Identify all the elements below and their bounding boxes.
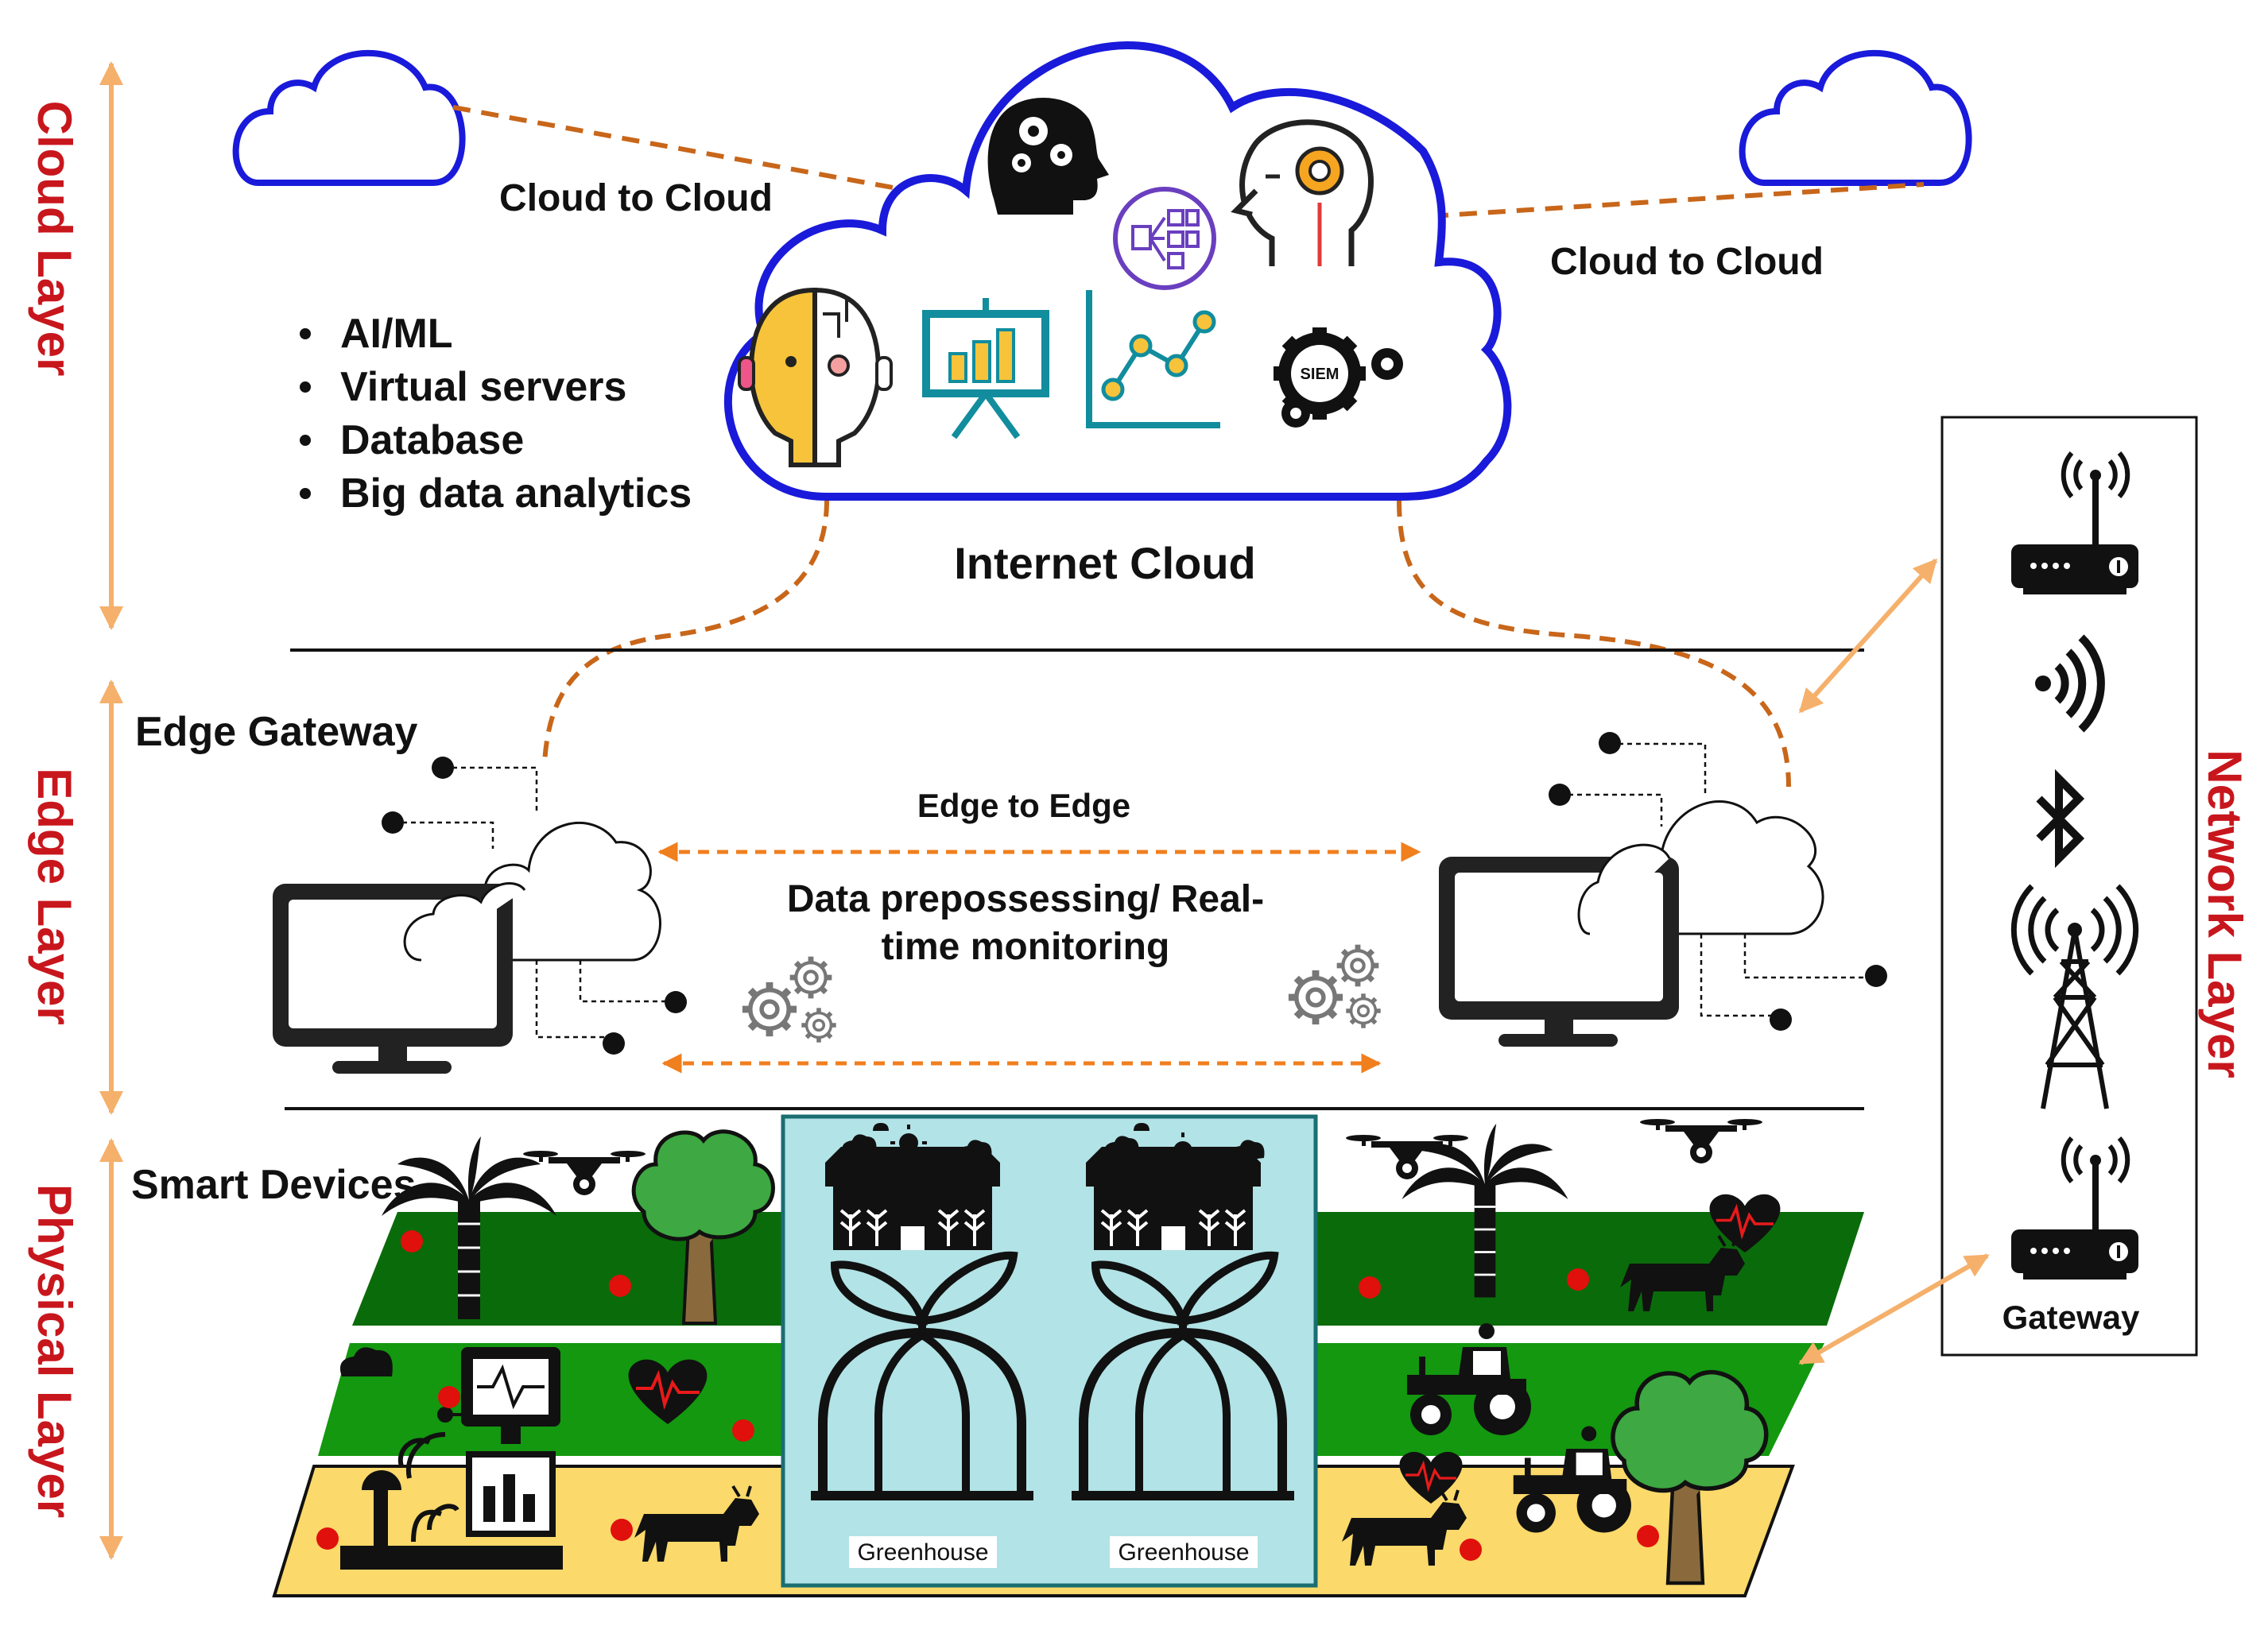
cloud-link-right [1430, 182, 1925, 219]
processing-label-line2: time monitoring [882, 926, 1170, 968]
cloud-link-left [452, 105, 911, 193]
robot-face-icon [738, 287, 893, 467]
edge-to-edge-label: Edge to Edge [917, 787, 1130, 824]
cloud-edge-link-left [542, 500, 829, 764]
monitor-heartbeat-icon [461, 1347, 560, 1444]
cloud-edge-link-right [1397, 500, 1791, 788]
small-cloud-left [232, 49, 466, 186]
service-item: Database [340, 417, 524, 463]
edge-gateway-label: Edge Gateway [135, 709, 418, 755]
gears-icon-left [742, 957, 836, 1043]
edge-layer-label: Edge Layer [28, 768, 81, 1024]
greenhouse-label-right: Greenhouse [1118, 1539, 1249, 1566]
service-item: AI/ML [340, 311, 453, 357]
drone-icon [1640, 1119, 1762, 1163]
cloud-services-list: AI/ML Virtual servers Database Big data … [300, 311, 692, 517]
sensor-dots [316, 1230, 1659, 1561]
edge-node-left [273, 757, 687, 1074]
drone-icon [523, 1151, 646, 1195]
cloud-to-cloud-right-label: Cloud to Cloud [1550, 241, 1824, 283]
greenhouse-label-left: Greenhouse [857, 1539, 988, 1566]
siem-badge: SIEM [1301, 366, 1339, 383]
line-graph-icon [1086, 290, 1220, 428]
service-item: Virtual servers [340, 364, 626, 410]
service-item: Big data analytics [340, 470, 692, 517]
processing-label-line1: Data prepossessing/ Real- [787, 878, 1264, 920]
network-physical-link-arrow [1798, 1253, 1990, 1365]
bluetooth-icon [2036, 768, 2085, 869]
physical-layer-label: Physical Layer [28, 1184, 81, 1518]
edge-node-right [1439, 732, 1887, 1047]
network-layer-label: Network Layer [2198, 749, 2251, 1078]
small-cloud-right [1739, 49, 1972, 186]
smart-devices-label: Smart Devices [131, 1162, 416, 1208]
process-flow-icon [1113, 187, 1216, 290]
cloud-layer-label: Cloud Layer [28, 101, 81, 377]
monitor-icon [1439, 857, 1679, 1047]
presentation-chart-icon [922, 298, 1049, 439]
internet-cloud-label: Internet Cloud [954, 538, 1256, 588]
gateway-label: Gateway [2002, 1299, 2140, 1336]
network-panel: Gateway [1940, 416, 2198, 1357]
greenhouse-panel: Greenhouse Greenhouse [781, 1114, 1318, 1588]
cell-tower-icon [2010, 884, 2139, 1109]
siem-gears-icon: SIEM [1274, 327, 1403, 428]
cloud-weather-icon [339, 1347, 393, 1376]
smart-farm-sensor-icon [340, 1407, 563, 1570]
ai-head-gear-icon [1231, 119, 1374, 266]
gears-icon-right [1289, 945, 1381, 1028]
wireless-signal-icon [2035, 634, 2105, 733]
weather-icons-left [841, 1125, 992, 1162]
cloud-to-cloud-left-label: Cloud to Cloud [499, 177, 773, 219]
brain-gears-head-icon [987, 98, 1109, 215]
weather-icons-right [1103, 1132, 1265, 1169]
network-cloud-link-arrow [1798, 558, 1938, 714]
